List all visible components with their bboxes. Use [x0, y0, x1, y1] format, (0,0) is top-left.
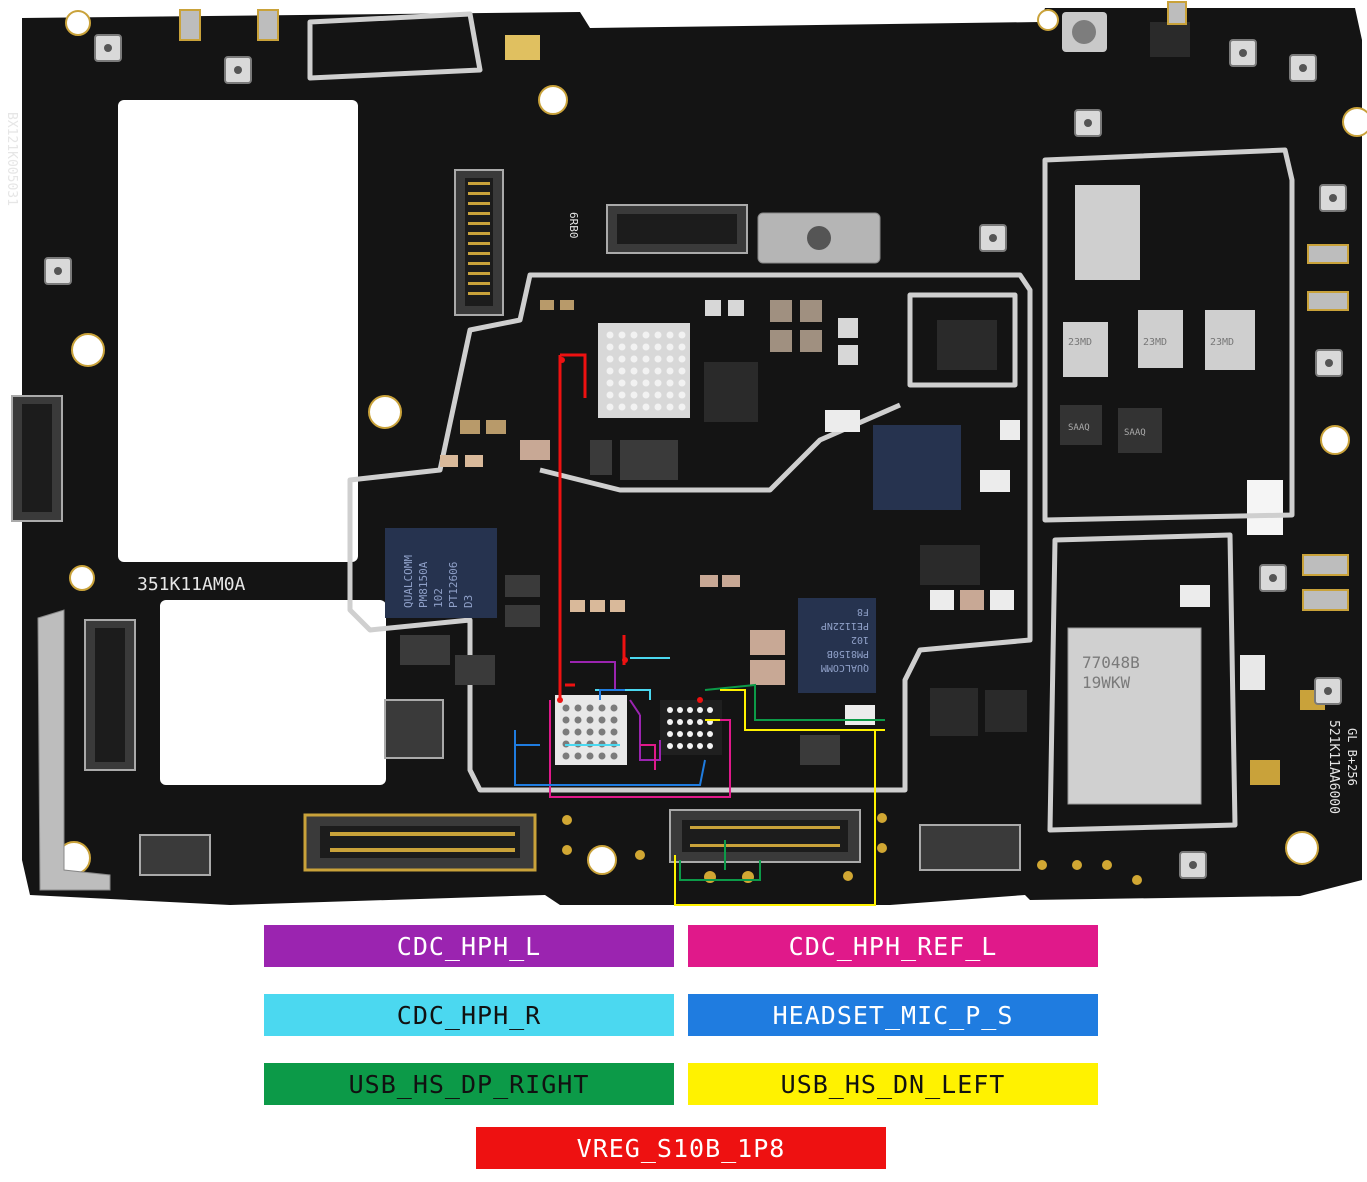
legend-headset-mic-p-s: HEADSET_MIC_P_S [688, 994, 1098, 1036]
connectors [11, 12, 1107, 876]
cutout-upper [118, 100, 358, 562]
pmic-left-marking: QUALCOMM PM8150A 102 PT12606 D3 [402, 555, 475, 608]
side-code-right-2: GL B+256 [1345, 728, 1359, 786]
net-trace-headset-mic [514, 689, 706, 786]
pmic-center-chip [798, 598, 876, 693]
net-trace-usb-hs-dn-left [674, 689, 885, 906]
gold-test-pads [562, 813, 1142, 885]
rf-chip-2-mark: 23MD [1143, 337, 1167, 348]
svg-text:QUALCOMM: QUALCOMM [402, 555, 415, 608]
pcb-board-diagram: 351K11AM0A BX121K005031 521K11AA6000 GL … [4, 1, 1367, 906]
svg-text:PT12606: PT12606 [447, 562, 460, 608]
shield-frames [307, 11, 1295, 833]
mounting-holes [57, 9, 1367, 875]
rf-chip-3 [1138, 310, 1183, 368]
pmic-left-chip [385, 528, 497, 618]
svg-text:QUALCOMM: QUALCOMM [821, 662, 869, 673]
wifi-module [1067, 627, 1202, 805]
rf-chip-2 [1063, 322, 1108, 377]
legend-cdc-hph-ref-l: CDC_HPH_REF_L [688, 925, 1098, 967]
legend-label: CDC_HPH_R [396, 1000, 542, 1030]
usb-switch-balls [667, 707, 713, 749]
svg-text:102: 102 [432, 588, 445, 608]
connector-pins [330, 182, 840, 852]
legend-usb-hs-dn-left: USB_HS_DN_LEFT [688, 1063, 1098, 1105]
wifi-module-mark-2: 19WKW [1082, 673, 1131, 692]
legend-label: USB_HS_DP_RIGHT [348, 1069, 590, 1099]
rf-test-point-centers [54, 44, 1337, 869]
legend-usb-hs-dp-right: USB_HS_DP_RIGHT [264, 1063, 674, 1105]
svg-text:PM8150B: PM8150B [827, 648, 869, 659]
pa-chip-2 [1118, 408, 1162, 453]
svg-text:102: 102 [851, 634, 869, 645]
svg-text:PM8150A: PM8150A [417, 561, 430, 608]
rf-chip-4 [1205, 310, 1255, 370]
cutout-lower [160, 600, 386, 785]
chips [385, 185, 1255, 805]
svg-text:D3: D3 [462, 595, 475, 608]
legend-vreg-s10b-1p8: VREG_S10B_1P8 [476, 1127, 886, 1169]
pa-chip-1-mark: SAAQ [1068, 423, 1090, 433]
power-chip [873, 425, 961, 510]
net-trace-usb-hs-dp-right [679, 683, 885, 881]
pa-chip-1 [1060, 405, 1102, 445]
net-trace-cdc-hph-ref-l [549, 700, 731, 798]
legend-label: USB_HS_DN_LEFT [780, 1069, 1006, 1099]
net-trace-cdc-hph-l [570, 661, 661, 761]
svg-text:PE1122NP: PE1122NP [821, 620, 869, 631]
edge-mark: 6RB0 [567, 212, 580, 239]
side-code-right: 521K11AA6000 [1326, 720, 1341, 814]
svg-text:F8: F8 [857, 606, 869, 617]
passives [400, 22, 1325, 785]
pa-chip-2-mark: SAAQ [1124, 428, 1146, 438]
wifi-module-mark-1: 77048B [1082, 653, 1140, 672]
slot-right [1247, 480, 1283, 535]
legend-label: VREG_S10B_1P8 [576, 1133, 786, 1163]
rf-chip-3-mark: 23MD [1210, 337, 1234, 348]
bga-balls [606, 331, 686, 411]
board-code-left: 351K11AM0A [137, 574, 246, 595]
legend-label: HEADSET_MIC_P_S [772, 1000, 1014, 1030]
legend-cdc-hph-l: CDC_HPH_L [264, 925, 674, 967]
edge-contacts [179, 1, 1349, 611]
trace-points [557, 357, 703, 703]
legend-cdc-hph-r: CDC_HPH_R [264, 994, 674, 1036]
legend-label: CDC_HPH_L [396, 931, 542, 961]
metal-bracket [37, 609, 111, 891]
side-code-left: BX121K005031 [4, 112, 19, 206]
rf-chip-1-mark: 23MD [1068, 337, 1092, 348]
pmic-center-marking: QUALCOMM PM8150B 102 PE1122NP F8 [821, 606, 869, 673]
rf-chip-1 [1075, 185, 1140, 280]
codec-balls [562, 704, 618, 760]
legend-label: CDC_HPH_REF_L [788, 931, 998, 961]
